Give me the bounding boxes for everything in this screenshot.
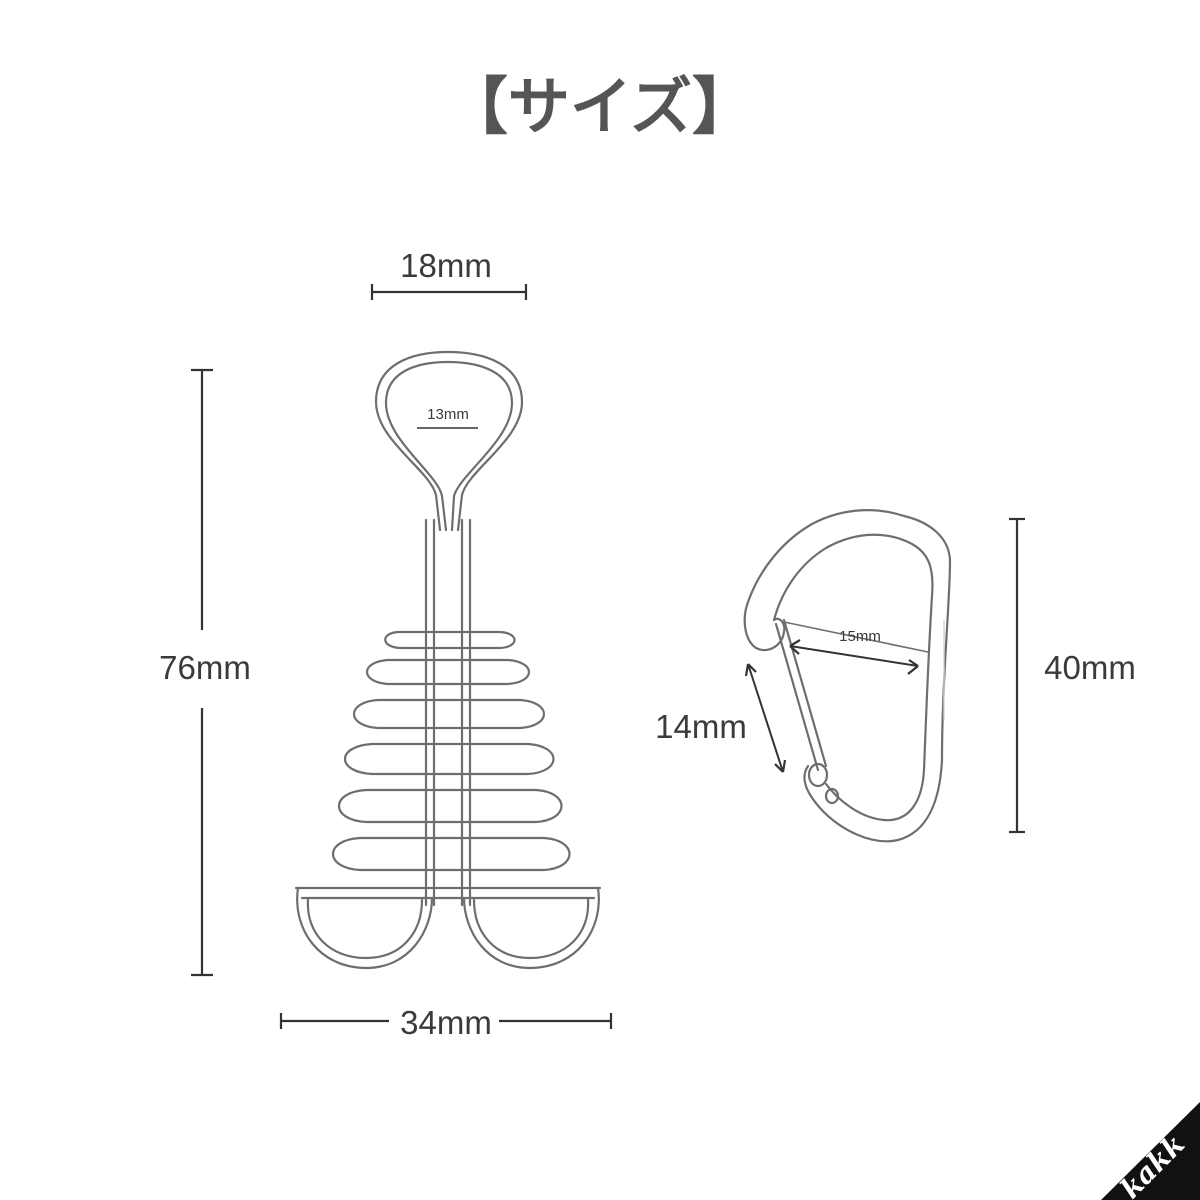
dimension-loop-inner: 13mm <box>417 406 478 429</box>
label-top-width: 18mm <box>400 247 492 284</box>
logo-background <box>1101 1102 1200 1200</box>
dimension-carabiner-height: 40mm <box>1009 517 1136 834</box>
anchor-loop-inner <box>384 360 514 532</box>
dimension-height: 76mm <box>159 368 251 977</box>
dimension-inner-width: 15mm <box>789 628 919 675</box>
brand-logo: kakk <box>1101 1102 1200 1200</box>
label-inner-width: 15mm <box>839 628 881 645</box>
carabiner-hole-2 <box>824 787 840 805</box>
dimension-gate-length: 14mm <box>655 663 787 773</box>
label-gate-length: 14mm <box>655 708 747 745</box>
anchor-spring <box>332 630 571 872</box>
dimension-base-width: 34mm <box>279 1004 613 1041</box>
carabiner-nose <box>754 617 786 652</box>
carabiner-drawing: 15mm 14mm 40mm <box>655 509 1136 843</box>
label-base-width: 34mm <box>400 1004 492 1041</box>
label-height: 76mm <box>159 649 251 686</box>
anchor-loop <box>374 350 524 532</box>
page-title: 【サイズ】 <box>446 70 754 143</box>
carabiner-body <box>743 509 952 843</box>
anchor-feet <box>294 886 602 970</box>
label-loop-inner: 13mm <box>427 406 469 423</box>
label-carabiner-height: 40mm <box>1044 649 1136 686</box>
anchor-peg-drawing: 18mm 13mm 76mm 34mm <box>159 247 613 1041</box>
carabiner-body-inner <box>772 533 934 822</box>
dimension-top-width: 18mm <box>370 247 528 300</box>
carabiner-hole-1 <box>807 762 829 788</box>
